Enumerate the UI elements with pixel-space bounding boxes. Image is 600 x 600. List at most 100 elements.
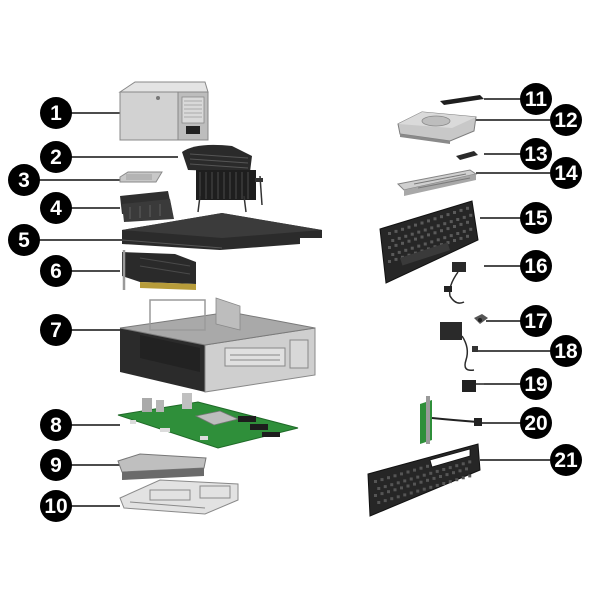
mesh-hole [427, 219, 430, 223]
mesh-hole [453, 225, 456, 228]
mesh-hole [449, 234, 453, 238]
callout-badges: 1 2 3 4 5 6 7 8 9 10 11 12 13 14 15 16 1… [8, 83, 582, 522]
mesh-hole [404, 248, 408, 252]
callout-17-label: 17 [524, 310, 547, 333]
mesh-hole [430, 226, 434, 230]
mesh-hole [377, 501, 381, 504]
mesh-hole [442, 468, 446, 471]
mesh-hole [439, 475, 442, 478]
callout-9-label: 9 [50, 454, 62, 477]
mesh-hole [422, 473, 426, 477]
callout-17: 17 [520, 305, 552, 337]
mesh-hole [417, 230, 421, 234]
mesh-hole [383, 485, 387, 489]
mesh-hole [396, 481, 400, 485]
mesh-hole [462, 215, 466, 219]
mesh-hole [462, 229, 466, 233]
mesh-hole [449, 220, 453, 224]
mesh-hole [390, 483, 394, 487]
mesh-hole [445, 473, 449, 477]
mesh-hole [440, 229, 443, 233]
mesh-hole [409, 477, 413, 481]
mesh-hole [410, 232, 414, 236]
port-card-icon [420, 396, 482, 444]
fan-cable-icon [440, 322, 478, 372]
mesh-hole [429, 485, 433, 489]
mesh-hole [388, 246, 391, 249]
callout-11-label: 11 [525, 88, 548, 111]
mesh-hole [432, 476, 436, 480]
mesh-hole [380, 492, 384, 496]
mesh-hole [390, 497, 394, 501]
mesh-hole [380, 478, 384, 482]
mesh-hole [420, 221, 424, 225]
mesh-hole [430, 240, 434, 244]
mesh-hole [453, 211, 456, 214]
mesh-hole [469, 227, 473, 231]
mesh-hole [435, 483, 439, 487]
mesh-hole [400, 472, 403, 476]
mesh-hole [452, 471, 455, 475]
mesh-hole [456, 232, 460, 235]
mesh-hole [417, 244, 421, 248]
front-bezel-icon [379, 200, 479, 284]
mesh-hole [423, 242, 427, 246]
callout-19-label: 19 [524, 373, 547, 396]
callout-10-label: 10 [44, 495, 67, 518]
mesh-hole [407, 239, 411, 243]
mesh-hole [394, 243, 398, 247]
mesh-hole [403, 479, 407, 483]
callout-12: 12 [550, 104, 582, 136]
mesh-hole [446, 241, 450, 245]
mesh-hole [383, 499, 387, 503]
mesh-hole [397, 236, 401, 240]
mesh-hole [446, 227, 450, 231]
speaker-icon [474, 314, 488, 324]
mesh-hole [466, 206, 469, 210]
callout-6-label: 6 [50, 260, 62, 283]
mesh-hole [459, 222, 463, 226]
drive-cage-icon [119, 479, 239, 515]
mesh-hole [435, 469, 439, 473]
mesh-hole [426, 464, 429, 468]
mesh-hole [440, 215, 443, 219]
mesh-hole [394, 229, 398, 233]
mesh-hole [443, 236, 447, 240]
mesh-hole [468, 460, 472, 464]
mesh-hole [429, 471, 433, 475]
mesh-hole [387, 490, 390, 494]
mesh-hole [433, 217, 437, 221]
leader-lines [38, 98, 550, 507]
callout-15-label: 15 [524, 207, 548, 230]
mesh-hole [466, 234, 469, 238]
mesh-hole [436, 224, 440, 228]
callout-15: 15 [520, 202, 552, 234]
mesh-hole [391, 239, 395, 242]
wlan-module-icon [456, 151, 478, 160]
callout-16-label: 16 [524, 255, 547, 278]
mesh-hole [410, 246, 414, 250]
callout-3-label: 3 [18, 169, 30, 192]
callout-20: 20 [520, 407, 552, 439]
mesh-hole [388, 232, 391, 235]
mesh-hole [409, 491, 413, 495]
mesh-hole [377, 487, 381, 490]
mesh-hole [448, 480, 452, 484]
mesh-hole [404, 234, 408, 238]
mesh-hole [423, 228, 427, 232]
mesh-hole [466, 220, 469, 224]
mesh-hole [420, 235, 424, 239]
callout-10: 10 [40, 490, 72, 522]
callout-5: 5 [8, 224, 40, 256]
mesh-hole [465, 467, 468, 471]
callout-13: 13 [520, 138, 552, 170]
mesh-hole [455, 478, 459, 482]
mesh-hole [413, 468, 416, 472]
callout-7: 7 [40, 314, 72, 346]
callout-8: 8 [40, 409, 72, 441]
callout-2: 2 [40, 141, 72, 173]
mesh-hole [394, 257, 398, 261]
callout-4-label: 4 [50, 197, 62, 220]
mesh-hole [427, 233, 430, 237]
